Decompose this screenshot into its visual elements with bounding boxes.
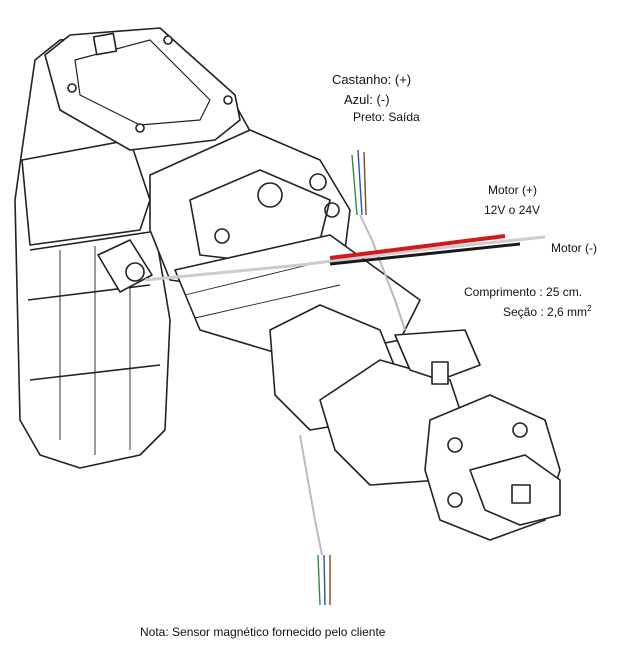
length-text: Comprimento xyxy=(464,285,537,299)
section-value: : 2,6 mm xyxy=(540,305,588,319)
section-text: Seção xyxy=(503,305,538,319)
sensor-brown-polarity: (+) xyxy=(394,72,412,87)
length-label: Comprimento : 25 cm. xyxy=(464,286,582,298)
note-text: Nota: Sensor magnético fornecido pelo cl… xyxy=(140,625,386,639)
motor-housing-band xyxy=(21,139,151,246)
sensor-blue-text: Azul: xyxy=(344,92,373,107)
sensor-brown-label: Castanho: (+) xyxy=(332,73,411,86)
sensor-wires-top xyxy=(351,149,406,331)
sensor-blue-polarity: (-) xyxy=(376,92,390,107)
motor-wires xyxy=(144,234,546,282)
section-exponent: 2 xyxy=(587,304,592,313)
voltage-label: 12V o 24V xyxy=(484,203,541,217)
length-value: : 25 cm. xyxy=(539,285,583,299)
sensor-wires-bottom xyxy=(299,434,331,606)
motor-negative-label: Motor (-) xyxy=(551,241,597,255)
sensor-brown-text: Castanho: xyxy=(332,72,392,87)
sensor-blue-label: Azul: (-) xyxy=(344,93,390,106)
motor-positive-label: Motor (+) xyxy=(488,183,538,197)
section-label: Seção : 2,6 mm2 xyxy=(503,304,592,319)
sensor-black-label: Preto: Saída xyxy=(353,110,420,124)
